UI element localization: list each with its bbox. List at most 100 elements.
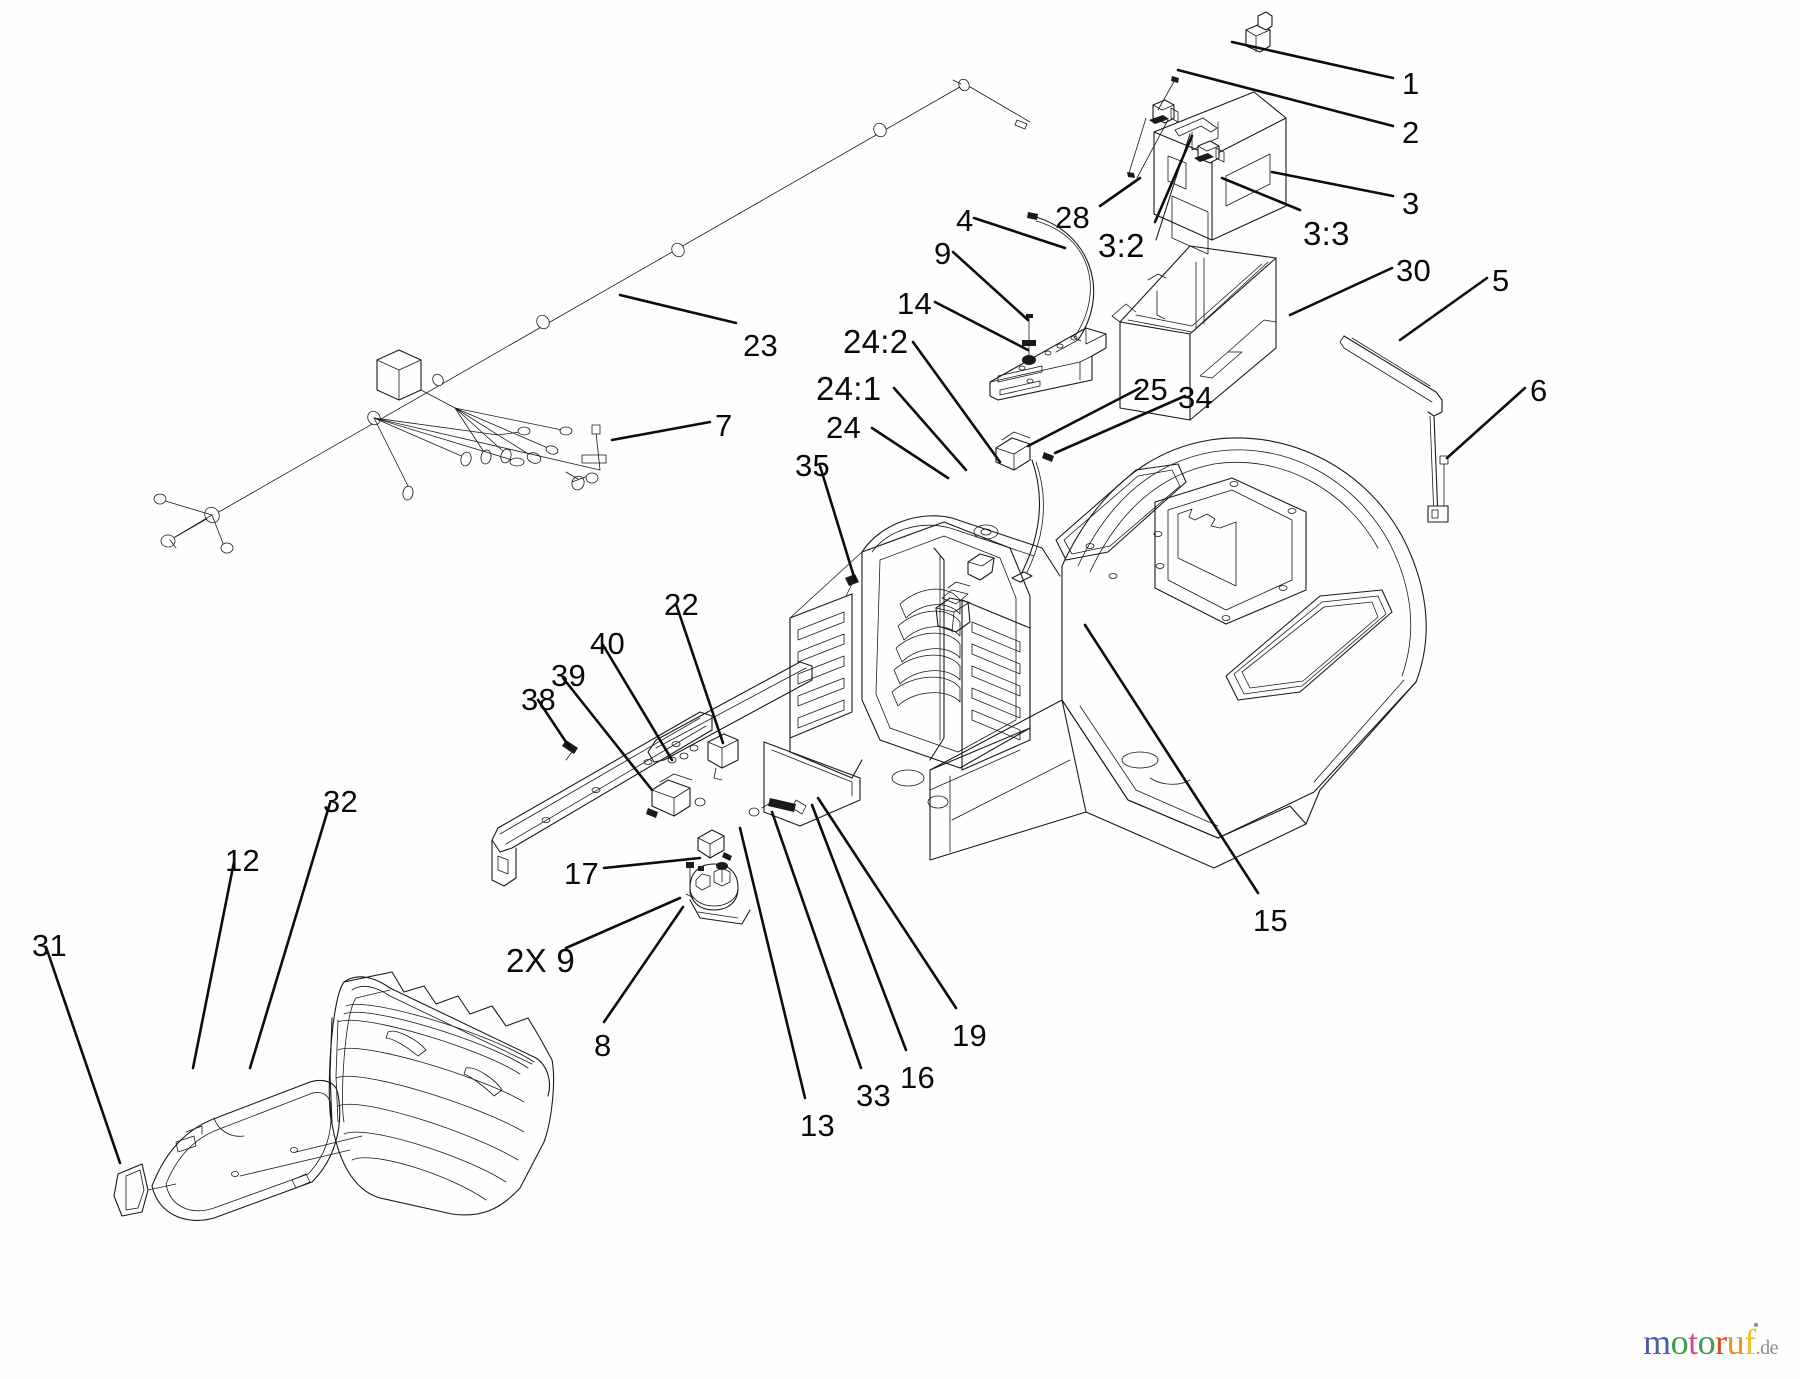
- watermark-letter: r: [1715, 1322, 1727, 1362]
- battery-positive-terminal: [1194, 140, 1225, 164]
- callout-leader-4: [972, 216, 1067, 250]
- callout-number-1: 1: [1402, 66, 1420, 101]
- hood-latch-6: [1427, 455, 1449, 523]
- callout-number-39: 39: [551, 658, 587, 693]
- callout-leader-241: [892, 386, 968, 472]
- callout-number-34: 34: [1178, 380, 1214, 415]
- callout-number-33: 3:3: [1303, 215, 1350, 252]
- callout-number-3: 3: [1402, 186, 1420, 221]
- bumper-end-cap-31: [113, 1163, 177, 1217]
- callout-leader-24: [870, 426, 950, 480]
- callout-number-7: 7: [715, 408, 733, 443]
- callout-leader-5: [1398, 276, 1489, 342]
- front-bumper: [113, 1079, 363, 1221]
- wire-harness-group: [153, 78, 1031, 554]
- watermark-letter: f: [1744, 1322, 1758, 1362]
- callout-number-24: 24: [826, 410, 862, 445]
- callout-number-38: 38: [521, 682, 557, 717]
- callout-number-25: 25: [1133, 372, 1169, 407]
- site-watermark: motoruf.de: [1643, 1321, 1778, 1363]
- battery-negative-terminal: [1149, 99, 1179, 124]
- hood-rod-5: [1339, 335, 1443, 519]
- ground-wire-16: [748, 798, 807, 817]
- callout-leader-16: [810, 803, 908, 1052]
- tractor-fender-deck: [929, 437, 1427, 869]
- dash-console-tower: [763, 515, 1191, 827]
- front-grille: [328, 971, 555, 1216]
- callout-number-32: 32: [323, 784, 359, 819]
- callout-number-16: 16: [900, 1060, 936, 1095]
- watermark-letter: t: [1688, 1322, 1698, 1362]
- watermark-suffix: .de: [1755, 1337, 1779, 1359]
- battery-assembly: [1127, 11, 1287, 255]
- watermark-letter: o: [1697, 1322, 1716, 1362]
- callout-leader-22: [674, 602, 725, 745]
- callout-number-28: 28: [1055, 200, 1091, 235]
- callout-number-6: 6: [1530, 373, 1548, 408]
- callout-leader-3: [1270, 170, 1395, 198]
- battery-terminal-cover: [1245, 11, 1273, 53]
- battery-hold-down-bolts: [1127, 76, 1179, 179]
- callout-leader-2: [1176, 68, 1395, 128]
- callout-leader-1: [1230, 40, 1395, 80]
- callout-number-14: 14: [897, 286, 933, 321]
- callout-number-241: 24:1: [816, 370, 882, 407]
- callout-leader-34: [1053, 394, 1187, 455]
- cable-4: [1027, 212, 1095, 342]
- connector-22: [707, 733, 739, 781]
- callout-number-35: 35: [795, 448, 831, 483]
- callout-leader-12: [191, 860, 236, 1070]
- callout-number-9: 9: [934, 236, 952, 271]
- callout-number-8: 8: [594, 1028, 612, 1063]
- callout-leader-40: [601, 643, 674, 762]
- switch-bracket-14: [989, 327, 1107, 401]
- watermark-letter: m: [1643, 1322, 1671, 1362]
- bracket-8: [646, 773, 706, 818]
- callout-leader-32: [248, 801, 332, 1070]
- callout-number-17: 17: [564, 856, 600, 891]
- callout-leader-33: [770, 810, 863, 1070]
- callout-number-2: 2: [1402, 115, 1420, 150]
- callout-number-12: 12: [225, 843, 261, 878]
- battery-tray: [1111, 245, 1277, 421]
- callout-leader-23: [618, 293, 738, 325]
- callout-number-32: 3:2: [1098, 227, 1145, 264]
- callout-number-13: 13: [800, 1108, 836, 1143]
- callout-leader-30: [1288, 266, 1394, 317]
- callout-number-31: 31: [32, 928, 68, 963]
- callout-leader-13: [738, 826, 807, 1100]
- callout-leader-17: [602, 856, 702, 870]
- callout-leader-2X9: [564, 896, 682, 950]
- callout-number-22: 22: [664, 587, 700, 622]
- callout-leader-31: [44, 945, 122, 1165]
- callout-leader-7: [610, 420, 712, 442]
- callout-leader-15: [1083, 623, 1260, 895]
- callout-leader-14: [933, 300, 1030, 352]
- callout-number-4: 4: [956, 203, 974, 238]
- callout-leader-19: [816, 796, 958, 1010]
- callout-number-242: 24:2: [843, 323, 909, 360]
- callout-leader-lines: [44, 40, 1527, 1165]
- callout-number-40: 40: [590, 626, 626, 661]
- ignition-switch-cluster: [845, 431, 1054, 633]
- callout-leader-35: [818, 464, 857, 582]
- callout-leader-242: [911, 340, 1002, 464]
- watermark-letter: u: [1726, 1322, 1745, 1362]
- callout-leader-8: [602, 905, 685, 1024]
- callout-leader-6: [1445, 386, 1527, 460]
- callout-number-33: 33: [856, 1078, 892, 1113]
- watermark-letter: o: [1670, 1322, 1689, 1362]
- callout-leader-38: [536, 698, 572, 750]
- harness-fan-upper: [454, 407, 563, 456]
- solenoid-assembly: [685, 798, 807, 925]
- frame-rail: [491, 661, 813, 887]
- callout-leader-39: [561, 676, 654, 792]
- callout-number-2X9: 2X 9: [506, 942, 576, 979]
- connector-7: [571, 424, 607, 484]
- callout-leader-28: [1098, 176, 1142, 208]
- callout-leader-9: [951, 250, 1030, 322]
- callout-number-19: 19: [952, 1018, 988, 1053]
- callout-leader-32: [1153, 134, 1194, 224]
